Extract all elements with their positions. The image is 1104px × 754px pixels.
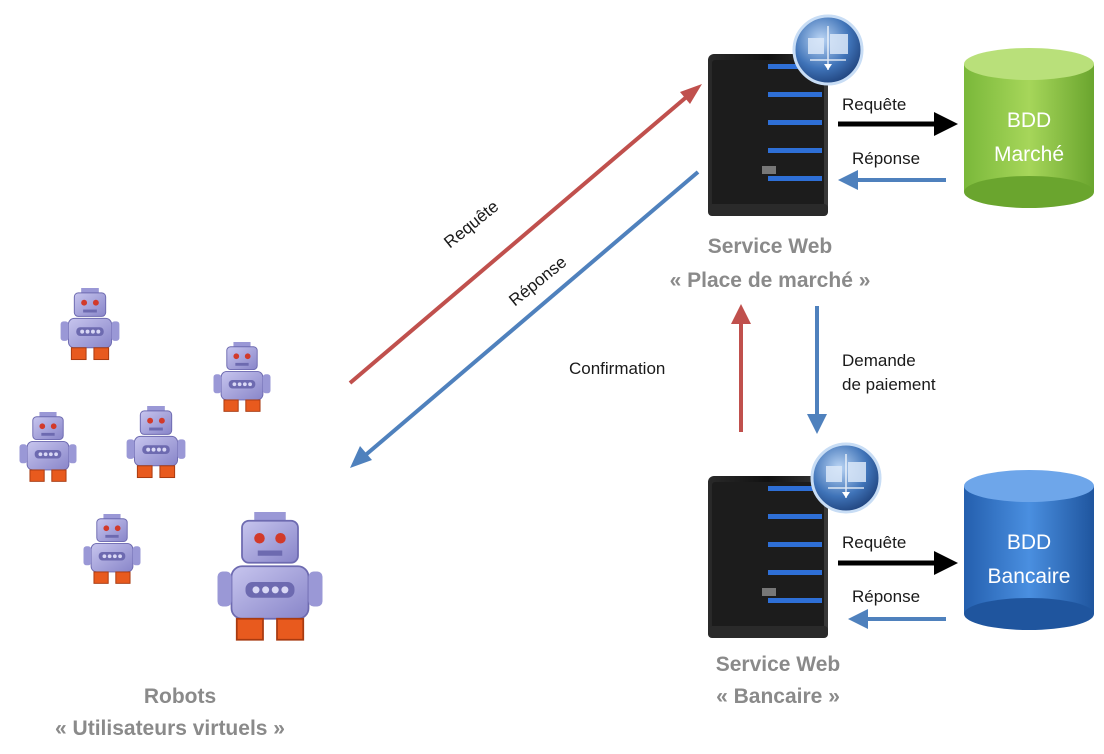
- robot-3: [19, 411, 77, 482]
- bank-service-title: Service Web: [715, 653, 841, 676]
- robot-5: [83, 513, 141, 584]
- robot-2: [213, 341, 271, 412]
- label-bank-db-response: Réponse: [852, 587, 921, 606]
- db-market-cylinder: [964, 48, 1094, 208]
- robot-main: [216, 511, 324, 641]
- label-market-db-response: Réponse: [852, 149, 921, 168]
- arrow-bank-db-response: [848, 609, 946, 629]
- arrow-confirmation: [731, 304, 751, 432]
- label-bank-db-request: Requête: [842, 533, 907, 552]
- label-market-db-request: Requête: [842, 95, 907, 114]
- db-bank-cylinder: [964, 470, 1094, 630]
- robots-subtitle: « Utilisateurs virtuels »: [55, 717, 285, 740]
- arrow-payment: [807, 306, 827, 434]
- globe-bank: [810, 442, 882, 514]
- robots-title: Robots: [143, 685, 217, 708]
- market-service-title: Service Web: [707, 235, 833, 258]
- arrow-market-db-response: [838, 170, 946, 190]
- globe-market: [792, 14, 864, 86]
- arrow-robots-request: [348, 84, 702, 385]
- server-bank: [708, 476, 828, 638]
- db-bank-line2: Bancaire: [987, 565, 1071, 588]
- db-market-line1: BDD: [1006, 109, 1052, 132]
- label-confirmation: Confirmation: [569, 359, 666, 378]
- arrow-bank-db-request: [838, 551, 958, 575]
- market-service-subtitle: « Place de marché »: [669, 269, 871, 292]
- label-payment-line1: Demande: [842, 351, 916, 370]
- db-bank-line1: BDD: [1006, 531, 1052, 554]
- robot-4: [126, 405, 186, 479]
- robot-1: [60, 287, 120, 361]
- bank-service-subtitle: « Bancaire »: [716, 685, 840, 708]
- db-market-line2: Marché: [993, 143, 1065, 166]
- arrow-robots-response: [350, 170, 700, 468]
- arrow-market-db-request: [838, 112, 958, 136]
- label-payment-line2: de paiement: [842, 375, 936, 394]
